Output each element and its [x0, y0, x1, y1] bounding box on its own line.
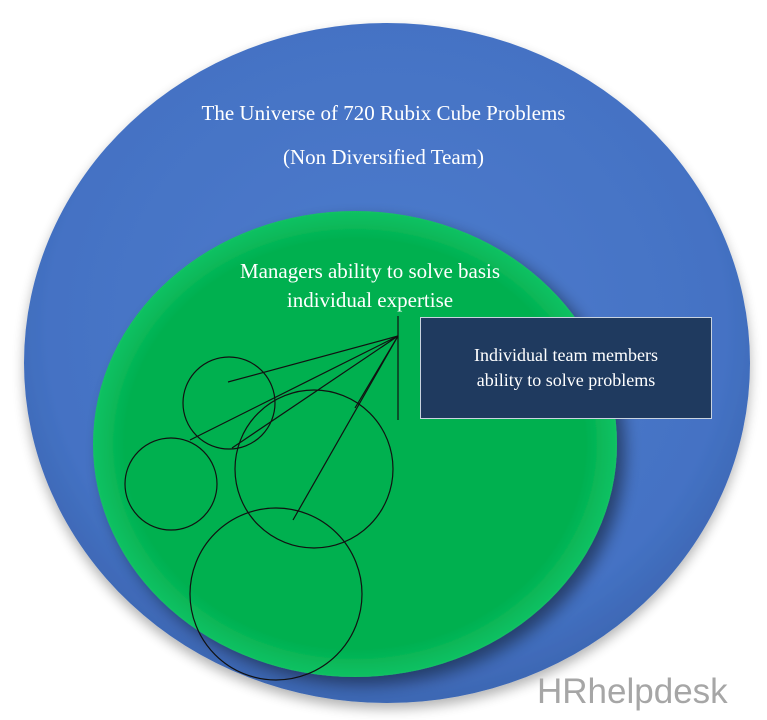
member-circle: [234, 389, 394, 549]
team-members-box: Individual team members ability to solve…: [420, 317, 712, 419]
connector-line: [189, 335, 399, 441]
connector-line: [227, 335, 399, 383]
watermark-logo: HRhelpdesk: [537, 672, 728, 711]
team-members-line2: ability to solve problems: [476, 370, 656, 390]
universe-title: The Universe of 720 Rubix Cube Problems: [201, 101, 566, 125]
connector-lines: [189, 316, 399, 521]
universe-subtitle: (Non Diversified Team): [282, 145, 485, 169]
member-circles: [124, 356, 394, 681]
connector-line: [292, 335, 399, 521]
member-circle: [124, 437, 218, 531]
member-circle: [189, 507, 363, 681]
manager-label-line1: Managers ability to solve basis: [239, 259, 501, 283]
manager-label-line2: individual expertise: [286, 288, 454, 312]
member-circle: [182, 356, 276, 450]
team-members-line1: Individual team members: [474, 345, 658, 365]
connector-line: [231, 335, 399, 449]
manager-region-label: Managers ability to solve basis individu…: [150, 257, 590, 315]
